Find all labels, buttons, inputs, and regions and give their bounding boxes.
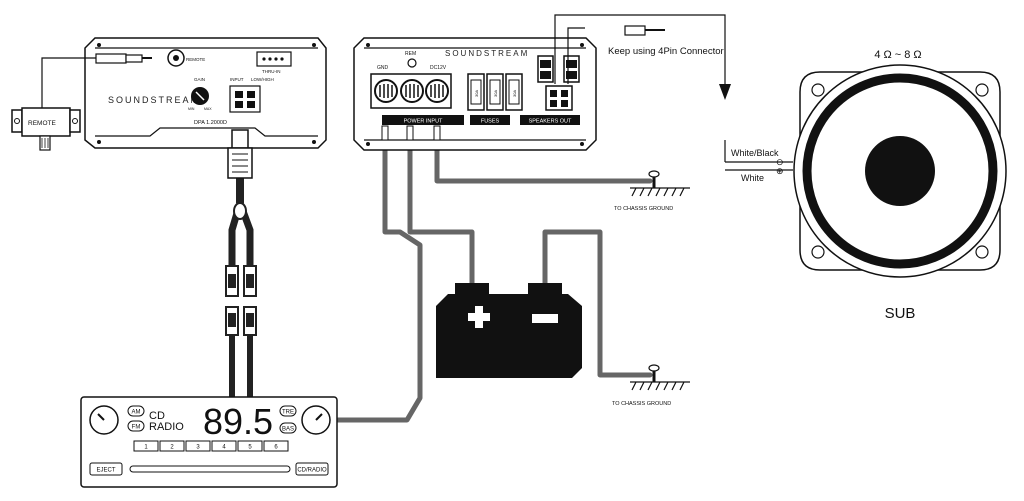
battery [436, 283, 582, 378]
preset-label-1: 1 [144, 445, 148, 451]
thru-in-label: THRU-IN [262, 69, 281, 74]
preset-label-5: 5 [248, 445, 252, 451]
bas-label: BAS [282, 427, 294, 433]
wire-negative-label: White/Black [731, 148, 779, 158]
four-pin-lead: Keep using 4Pin Connector [554, 14, 793, 171]
amp-ground-wire [434, 135, 653, 184]
am-button[interactable] [127, 405, 145, 417]
positive-terminal-icon: ⊕ [776, 166, 784, 176]
speaker-label: SUB [885, 305, 916, 322]
amp-brand-logo-2: SOUNDSTREAM [445, 49, 529, 58]
chassis-ground-label-bottom: TO CHASSIS GROUND [612, 401, 671, 407]
input-label: INPUT [230, 77, 244, 82]
power-wires [335, 135, 653, 423]
amp-brand-logo: SOUNDSTREAM [108, 95, 200, 105]
negative-terminal-icon: ⊖ [776, 157, 784, 167]
terminal-screws [374, 79, 449, 103]
preset-button-2[interactable] [159, 440, 185, 452]
impedance-label: 4 Ω ~ 8 Ω [874, 49, 921, 61]
power-input-strip [382, 115, 464, 125]
eject-button[interactable] [89, 462, 123, 476]
thru-in-port[interactable] [256, 51, 292, 67]
connector-note: Keep using 4Pin Connector [608, 46, 724, 57]
fuse-3-label: 30A [512, 90, 517, 97]
bass-button[interactable] [279, 422, 297, 434]
cd-radio-label: CD/RADIO [297, 468, 327, 474]
power-input-label: POWER INPUT [404, 119, 443, 125]
fuse-block[interactable]: 30A 30A 30A [467, 73, 523, 111]
fuses-label: FUSES [481, 119, 500, 125]
gain-label: GAIN [194, 77, 205, 82]
preset-button-4[interactable] [211, 440, 237, 452]
preset-button-6[interactable] [263, 440, 289, 452]
preset-label-4: 4 [222, 445, 226, 451]
chassis-ground-bottom: TO CHASSIS GROUND [612, 364, 690, 407]
speaker-dust-cap [865, 136, 935, 206]
frequency-display: 89.5 [203, 401, 273, 442]
battery-minus-icon [532, 314, 558, 323]
preset-label-2: 2 [170, 445, 174, 451]
amp-model-label: DPA 1.2000D [194, 120, 227, 126]
fuses-strip [470, 115, 510, 125]
gnd-label: GND [377, 65, 389, 71]
speakers-out-strip [520, 115, 580, 125]
gain-max-label: MAX [204, 107, 212, 111]
gain-min-label: MIN [188, 107, 195, 111]
fuse-2-label: 30A [493, 90, 498, 97]
preset-button-3[interactable] [185, 440, 211, 452]
preset-button-5[interactable] [237, 440, 263, 452]
battery-positive-wire [407, 135, 475, 293]
chassis-ground-label-top: TO CHASSIS GROUND [614, 206, 673, 212]
preset-label-6: 6 [274, 445, 278, 451]
battery-negative-wire [542, 229, 653, 378]
remote-jack-label: REMOTE [186, 57, 205, 62]
remote-turn-on-wire [335, 135, 423, 423]
dc-label: DC12V [430, 65, 447, 71]
input-mode-label: LOW/HIGH [251, 77, 274, 82]
wire-positive-label: White [741, 173, 764, 183]
amplifier-terminals: SOUNDSTREAM REM GND DC12V 30A 30A 30A [353, 37, 597, 151]
rca-input-block[interactable] [227, 147, 253, 179]
fm-label: FM [132, 425, 141, 431]
remote-control: REMOTE [11, 53, 152, 151]
preset-label-3: 3 [196, 445, 200, 451]
input-connector[interactable] [229, 85, 261, 113]
eject-label: EJECT [96, 468, 115, 474]
fm-button[interactable] [127, 420, 145, 432]
source-label-radio: RADIO [149, 421, 184, 433]
cd-slot [129, 465, 291, 473]
four-pin-connector-icon [624, 25, 646, 36]
rem-label: REM [405, 51, 416, 57]
cd-radio-button[interactable] [295, 462, 329, 476]
am-label: AM [132, 410, 141, 416]
treble-button[interactable] [279, 405, 297, 417]
rca-cables [225, 175, 257, 400]
preset-buttons: 1 2 3 4 5 6 [133, 440, 289, 452]
chassis-ground-top: TO CHASSIS GROUND [614, 170, 690, 212]
preset-button-1[interactable] [133, 440, 159, 452]
source-label-cd: CD [149, 410, 165, 422]
remote-label: REMOTE [28, 120, 56, 127]
subwoofer: 4 Ω ~ 8 Ω White/Black White ⊖ ⊕ SUB [731, 49, 1007, 322]
head-unit: AM FM CD RADIO 89.5 TRE BAS 1 2 3 4 5 6 [80, 396, 338, 488]
fuse-1-label: 30A [474, 90, 479, 97]
amplifier-front: REMOTE THRU-IN SOUNDSTREAM GAIN MIN MAX … [84, 37, 327, 179]
rem-led-icon [407, 58, 417, 68]
speakers-out-label: SPEAKERS OUT [529, 119, 572, 125]
tre-label: TRE [282, 410, 294, 416]
